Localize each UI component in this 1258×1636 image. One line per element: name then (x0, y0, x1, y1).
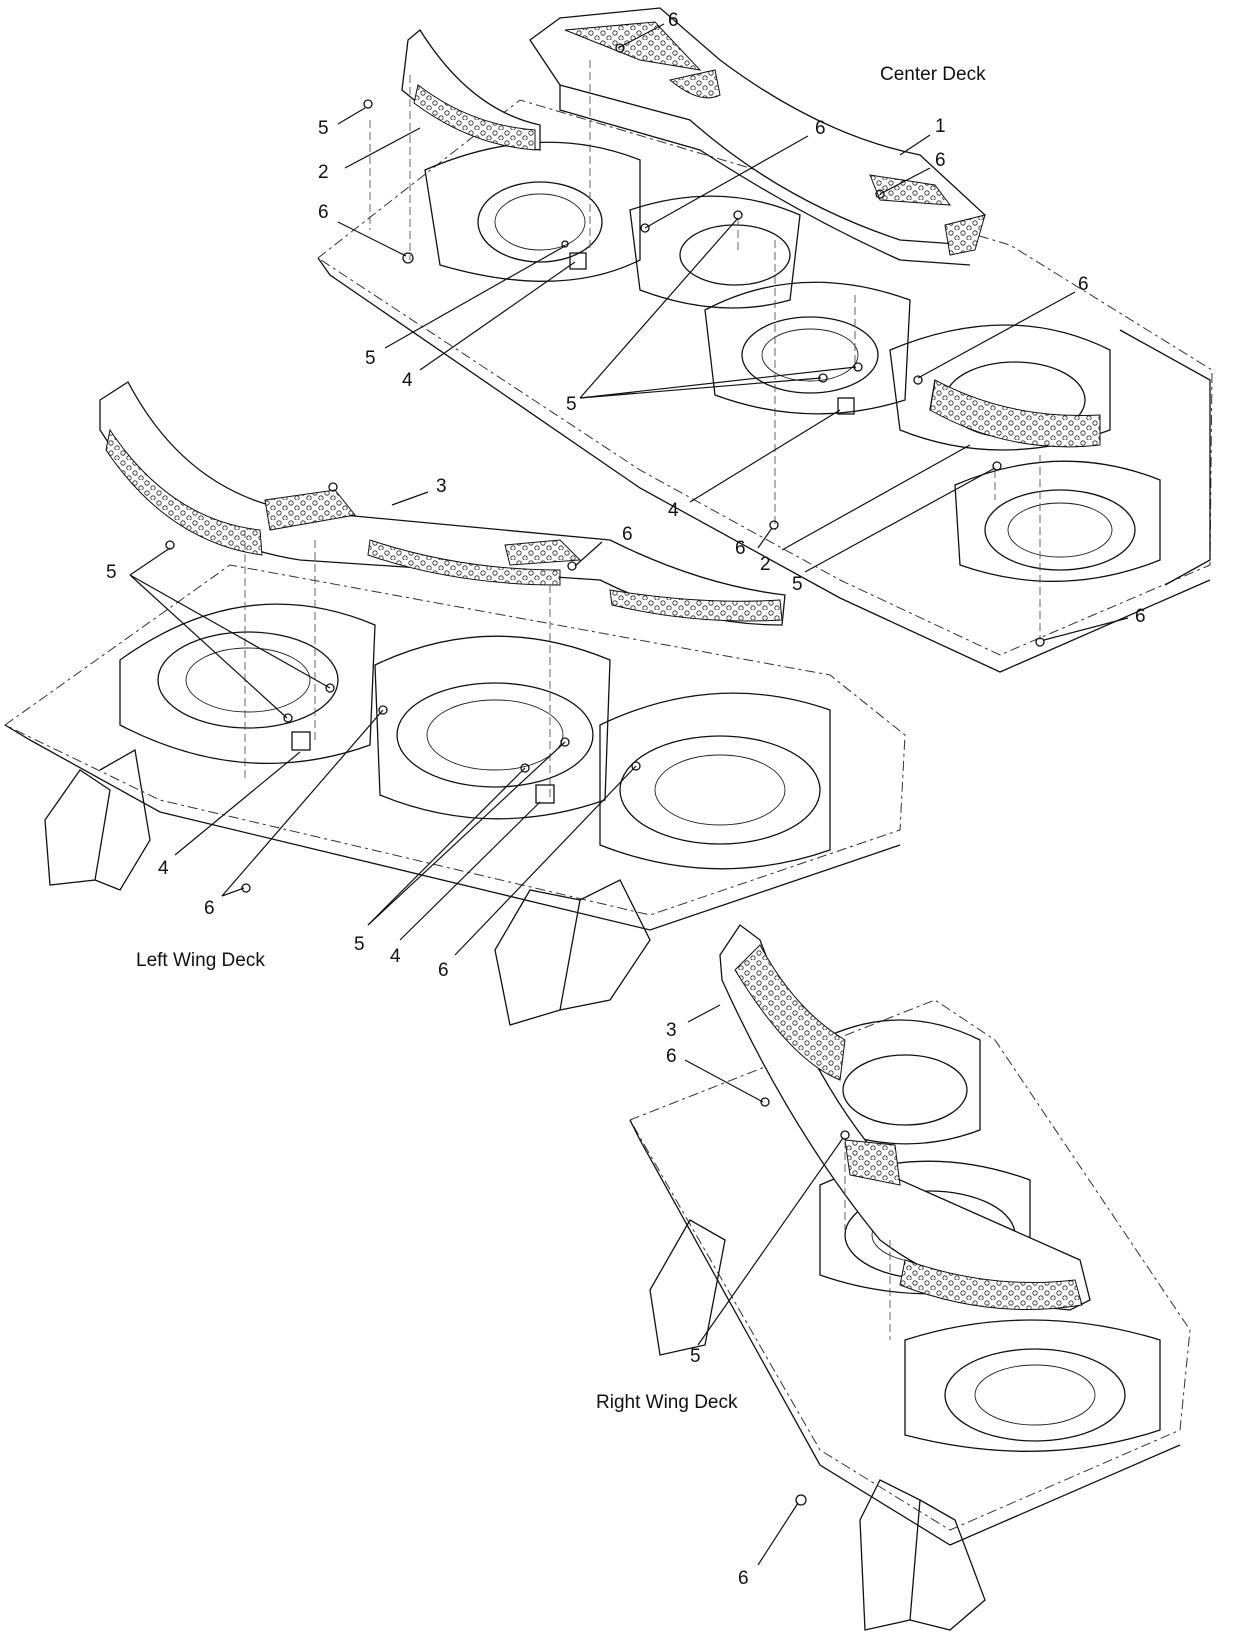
callout-label: 4 (390, 946, 401, 967)
center-deck-title: Center Deck (880, 64, 986, 85)
right-wing-deck-drawing (629, 924, 1191, 1631)
callout-label: 4 (668, 500, 679, 521)
callout-label: 5 (690, 1346, 701, 1367)
callout-label: 5 (792, 574, 803, 595)
callout-labels: 6 5 6 1 6 2 6 6 5 4 5 3 4 6 6 2 5 5 6 4 … (106, 10, 1146, 1589)
callout-label: 6 (935, 150, 946, 171)
callout-label: 3 (666, 1020, 677, 1041)
callout-label: 6 (735, 538, 746, 559)
callout-label: 6 (204, 898, 215, 919)
callout-label: 6 (438, 960, 449, 981)
callout-label: 2 (318, 162, 329, 183)
callout-label: 5 (365, 348, 376, 369)
callout-label: 6 (1078, 274, 1089, 295)
callout-label: 5 (106, 562, 117, 583)
right-wing-deck-title: Right Wing Deck (596, 1392, 738, 1413)
callout-label: 5 (354, 934, 365, 955)
left-wing-deck-drawing (4, 381, 906, 1026)
callout-leaders (129, 23, 1129, 1566)
callout-label: 6 (666, 1046, 677, 1067)
callout-label: 4 (158, 858, 169, 879)
callout-label: 6 (1135, 606, 1146, 627)
callout-label: 6 (668, 10, 679, 31)
callout-label: 5 (566, 394, 577, 415)
callout-label: 1 (935, 116, 946, 137)
callout-label: 2 (760, 554, 771, 575)
callout-label: 3 (436, 476, 447, 497)
callout-label: 6 (318, 202, 329, 223)
callout-label: 6 (738, 1568, 749, 1589)
left-wing-deck-title: Left Wing Deck (136, 950, 265, 971)
callout-label: 4 (402, 370, 413, 391)
center-deck-drawing (317, 7, 1213, 673)
callout-label: 6 (815, 118, 826, 139)
callout-label: 5 (318, 118, 329, 139)
callout-label: 6 (622, 524, 633, 545)
